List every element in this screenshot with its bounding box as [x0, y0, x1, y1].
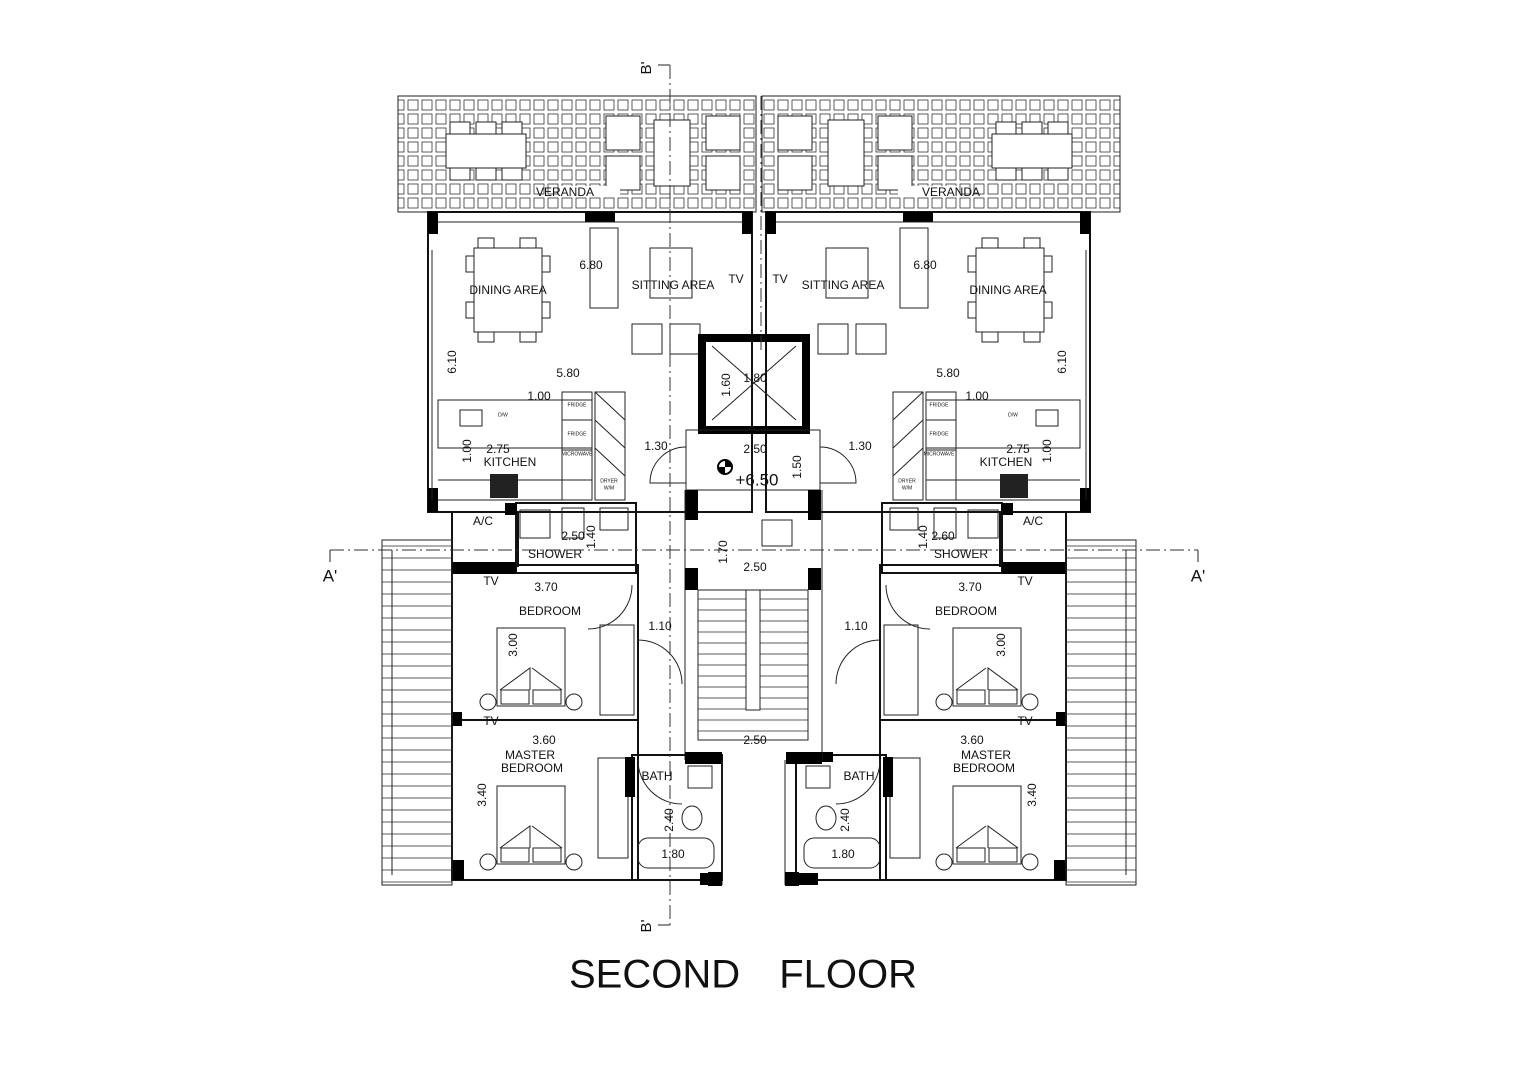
left-room-label-veranda: VERANDA: [536, 185, 594, 199]
left-dim-shower-height: 1.40: [584, 525, 598, 549]
left-dim-shower-width: 2.50: [561, 529, 585, 543]
left-appliance-dryer: DRYER: [600, 478, 618, 484]
left-room-label-kitchen: KITCHEN: [484, 455, 537, 469]
left-room-label-dining: DINING AREA: [469, 283, 546, 297]
section-a-right: A': [1191, 566, 1206, 585]
dim-stair-width: 2.50: [743, 733, 767, 747]
left-room-label-master: MASTER: [505, 748, 555, 762]
right-room-label-master: MASTER: [961, 748, 1011, 762]
right-dim-pantry: 1.30: [848, 439, 872, 453]
core: [649, 334, 857, 886]
left-dim-bath-height: 2.40: [662, 808, 676, 832]
left-tv-label: TV: [728, 272, 743, 286]
left-appliance-dishwasher: D/W: [498, 412, 508, 418]
left-dim-living-width: 6.80: [579, 258, 603, 272]
left-tv-label: TV: [483, 714, 498, 728]
right-dim-bath-height: 2.40: [838, 808, 852, 832]
right-dim-master-width: 3.60: [960, 733, 984, 747]
right-appliance-fridge: FRIDGE: [930, 431, 950, 437]
left-dim-counter: 1.00: [527, 389, 551, 403]
left-dim-bedroom-height: 3.00: [506, 633, 520, 657]
right-dim-bedroom-width: 3.70: [958, 580, 982, 594]
section-b-top: B': [638, 61, 655, 74]
left-dim-living-height: 6.10: [445, 350, 459, 374]
right-room-label-bath: BATH: [843, 769, 874, 783]
section-lines: [329, 64, 1199, 926]
left-appliance-fridge: FRIDGE: [568, 402, 588, 408]
right-dim-counter-depth: 1.00: [1040, 439, 1054, 463]
right-tv-label: TV: [1017, 714, 1032, 728]
left-dim-kitchen-run: 5.80: [556, 366, 580, 380]
right-dim-living-height: 6.10: [1055, 350, 1069, 374]
left-room-label-ac: A/C: [473, 514, 493, 528]
right-room-label-bedroom: BEDROOM: [935, 604, 997, 618]
right-tv-label: TV: [772, 272, 787, 286]
right-appliance-dishwasher: D/W: [1008, 412, 1018, 418]
right-appliance-washer: W/M: [902, 485, 912, 491]
left-tv-label: TV: [483, 574, 498, 588]
left-appliance-washer: W/M: [604, 485, 614, 491]
right-room-label-dining: DINING AREA: [969, 283, 1046, 297]
right-tv-label: TV: [1017, 574, 1032, 588]
right-dim-living-width: 6.80: [913, 258, 937, 272]
left-room-label-master: BEDROOM: [501, 761, 563, 775]
left-dim-kitchen-width: 2.75: [486, 442, 510, 456]
dim-corridor-height: 1.70: [716, 540, 730, 564]
dim-lobby-height: 1.50: [790, 455, 804, 479]
left-dim-counter-depth: 1.00: [460, 439, 474, 463]
right-dim-hall: 1.10: [844, 619, 868, 633]
left-room-label-bedroom: BEDROOM: [519, 604, 581, 618]
right-room-label-shower: SHOWER: [934, 547, 988, 561]
left-dim-bedroom-width: 3.70: [534, 580, 558, 594]
right-room-label-master: BEDROOM: [953, 761, 1015, 775]
left-dim-pantry: 1.30: [644, 439, 668, 453]
right-dim-kitchen-run: 5.80: [936, 366, 960, 380]
right-dim-kitchen-width: 2.75: [1006, 442, 1030, 456]
right-dim-bedroom-height: 3.00: [994, 633, 1008, 657]
level-marker: +6.50: [735, 470, 778, 489]
right-appliance-dryer: DRYER: [898, 478, 916, 484]
right-room-label-kitchen: KITCHEN: [980, 455, 1033, 469]
right-dim-shower-height: 1.40: [916, 525, 930, 549]
left-room-label-bath: BATH: [641, 769, 672, 783]
left-room-label-shower: SHOWER: [528, 547, 582, 561]
left-appliance-microwave: MICROWAVE: [562, 451, 593, 457]
right-dim-master-height: 3.40: [1025, 783, 1039, 807]
right-appliance-fridge: FRIDGE: [930, 402, 950, 408]
right-room-label-sitting: SITTING AREA: [802, 278, 885, 292]
section-b-bottom: B': [638, 919, 655, 932]
right-room-label-ac: A/C: [1023, 514, 1043, 528]
dim-lobby-width: 2.50: [743, 442, 767, 456]
left-dim-hall: 1.10: [648, 619, 672, 633]
drawing-title: SECOND FLOOR: [569, 953, 917, 997]
right-dim-shower-width: 2.60: [931, 529, 955, 543]
section-a-left: A': [323, 566, 338, 585]
dim-corridor-width: 2.50: [743, 560, 767, 574]
left-dim-master-width: 3.60: [532, 733, 556, 747]
right-dim-counter: 1.00: [965, 389, 989, 403]
left-room-label-sitting: SITTING AREA: [632, 278, 715, 292]
right-appliance-microwave: MICROWAVE: [924, 451, 955, 457]
dim-lift-height: 1.60: [719, 373, 733, 397]
right-room-label-veranda: VERANDA: [922, 185, 980, 199]
dim-lift-width: 1.80: [743, 371, 767, 385]
left-dim-bath-width: 1.80: [661, 847, 685, 861]
right-dim-bath-width: 1.80: [831, 847, 855, 861]
left-dim-master-height: 3.40: [475, 783, 489, 807]
left-appliance-fridge: FRIDGE: [568, 431, 588, 437]
